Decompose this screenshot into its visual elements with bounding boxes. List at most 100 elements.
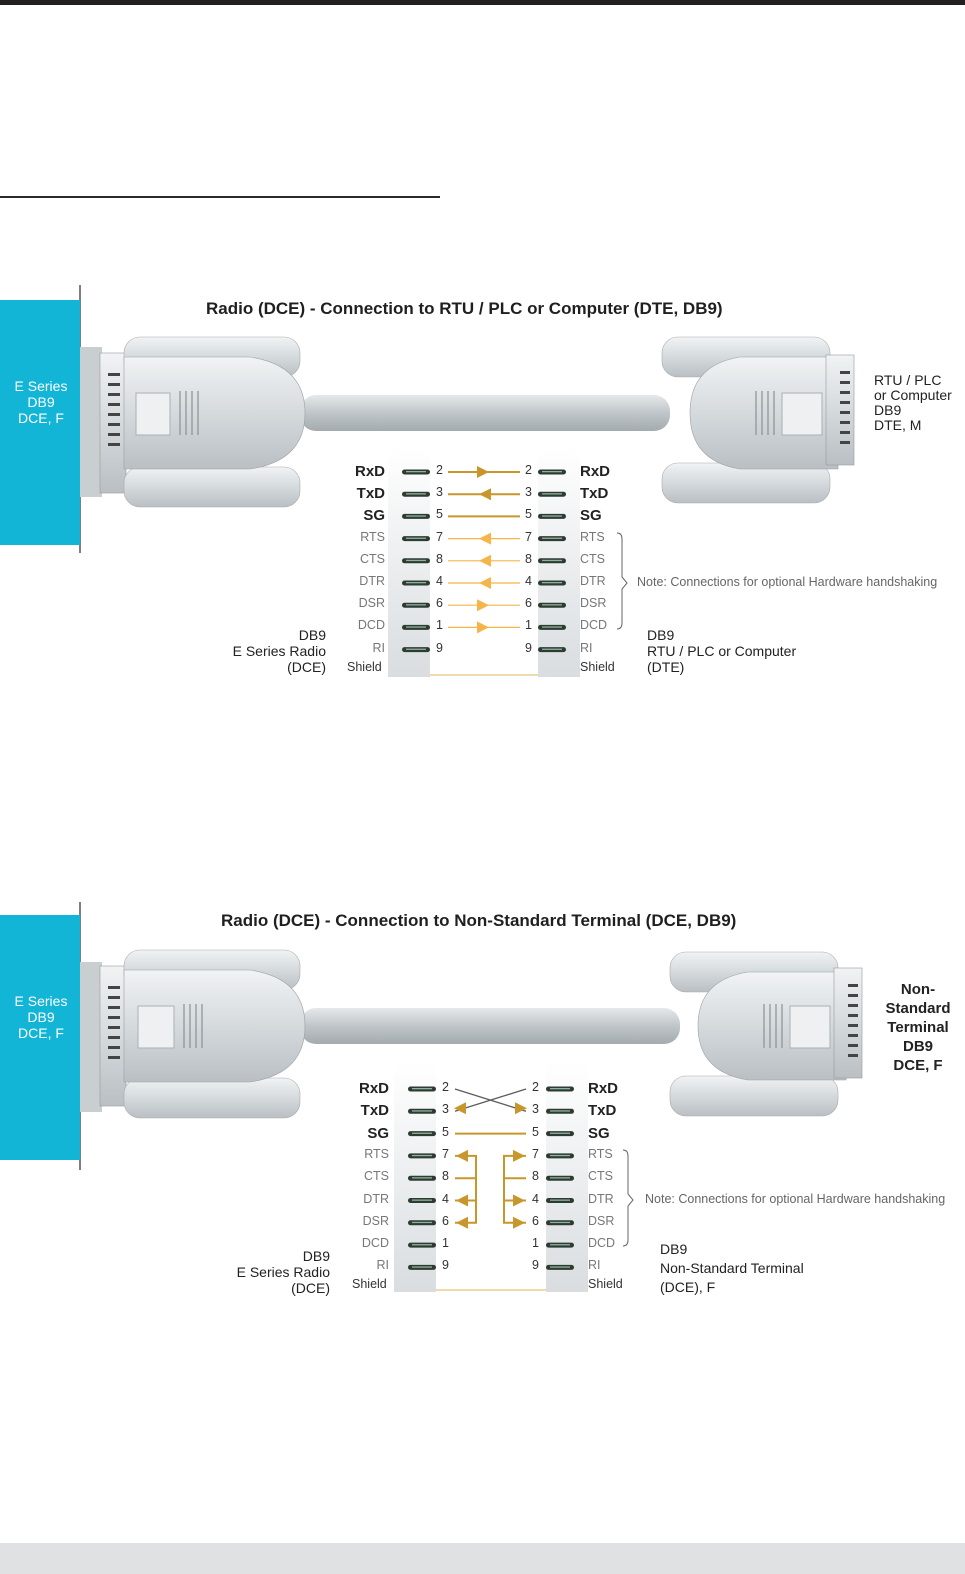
left-signal-label: SG <box>367 1124 389 1142</box>
wire-arrow <box>456 1194 468 1207</box>
right-signal-label: RxD <box>588 1080 619 1097</box>
right-signal-label: DSR <box>580 596 607 611</box>
page-footer-bar <box>0 1543 965 1574</box>
left-pin-number: 6 <box>436 596 443 611</box>
left-signal-label: SG <box>363 507 385 525</box>
left-pin-number: 9 <box>436 640 443 655</box>
right-pin-number: 6 <box>525 596 532 611</box>
left-pin-number: 2 <box>436 463 443 477</box>
wire-arrow <box>513 1149 525 1162</box>
crossover-wire <box>454 1088 527 1112</box>
right-signal-label: DCD <box>588 1236 616 1251</box>
right-pin-number: 9 <box>532 1258 539 1273</box>
diagram-title: Radio (DCE) - Connection to RTU / PLC or… <box>206 299 723 318</box>
right-pin-number: 5 <box>532 1124 539 1139</box>
left-signal-label: RI <box>372 640 386 655</box>
loopback-wire <box>503 1154 526 1224</box>
right-pin-number: 4 <box>525 574 532 588</box>
left-pin-number: 1 <box>436 618 443 633</box>
left-connector-tab <box>0 300 80 545</box>
left-pin-number: 7 <box>442 1146 449 1161</box>
cable-body <box>300 1008 680 1044</box>
wire-arrow <box>515 1102 527 1115</box>
left-pin-number: 4 <box>442 1191 449 1206</box>
section-rule <box>0 196 440 198</box>
wire-arrow <box>454 1102 466 1115</box>
cable-illustration <box>79 902 863 1292</box>
left-signal-label: RTS <box>364 1146 389 1161</box>
right-signal-label: CTS <box>588 1169 613 1184</box>
right-signal-label: RI <box>588 1258 601 1273</box>
top-border-bar <box>0 0 965 5</box>
right-signal-label: RxD <box>580 463 611 480</box>
wire-arrow <box>513 1216 525 1229</box>
diagram-title: Radio (DCE) - Connection to Non-Standard… <box>221 911 737 930</box>
handshake-brace <box>622 1149 634 1247</box>
left-pin-number: 5 <box>436 507 443 522</box>
right-pin-number: 1 <box>532 1236 539 1251</box>
right-db9-connector <box>661 336 855 504</box>
left-pin-number: 6 <box>442 1213 449 1228</box>
right-pin-number: 8 <box>532 1169 539 1184</box>
right-pin-number: 2 <box>532 1080 539 1094</box>
handshake-note: Note: Connections for optional Hardware … <box>637 575 938 589</box>
wire-arrow <box>513 1194 525 1207</box>
left-signal-label: DCD <box>361 1236 389 1251</box>
wire-arrow <box>479 532 491 545</box>
cable-illustration <box>79 285 855 677</box>
right-pin-number: 7 <box>525 529 532 544</box>
left-pin-number: 1 <box>442 1236 449 1251</box>
left-connector-tab <box>0 915 80 1160</box>
right-signal-label: RTS <box>580 529 605 544</box>
left-pin-number: 7 <box>436 529 443 544</box>
left-shield-label: Shield <box>347 660 382 674</box>
left-shield-label: Shield <box>352 1277 387 1291</box>
wire-arrow <box>479 577 491 589</box>
left-signal-label: RTS <box>360 529 385 544</box>
left-pin-number: 9 <box>442 1258 449 1273</box>
wire-arrow <box>477 466 489 478</box>
left-signal-label: CTS <box>364 1169 389 1184</box>
right-pin-number: 2 <box>525 463 532 477</box>
wire-arrow <box>477 621 489 634</box>
left-signal-label: CTS <box>360 551 385 566</box>
left-db9-connector <box>80 336 306 508</box>
left-signal-label: RxD <box>354 463 385 480</box>
right-pin-number: 5 <box>525 507 532 522</box>
handshake-brace <box>616 532 628 630</box>
right-signal-label: RTS <box>588 1146 613 1161</box>
wire-arrow <box>456 1216 468 1229</box>
left-signal-label: DTR <box>363 1191 389 1206</box>
left-pin-number: 2 <box>442 1080 449 1094</box>
wire-arrow <box>479 554 491 567</box>
left-pin-number: 3 <box>442 1102 449 1117</box>
right-pin-number: 6 <box>532 1213 539 1228</box>
left-signal-label: RxD <box>358 1080 389 1097</box>
right-pin-number: 1 <box>525 618 532 633</box>
left-pin-number: 5 <box>442 1124 449 1139</box>
right-signal-label: RI <box>580 640 593 655</box>
left-signal-label: DCD <box>357 618 385 633</box>
wire-arrow <box>479 488 491 501</box>
right-signal-label: TxD <box>580 485 609 503</box>
loopback-wire <box>455 1154 477 1224</box>
right-pin-number: 8 <box>525 551 532 566</box>
right-signal-label: TxD <box>588 1102 617 1120</box>
left-signal-label: DSR <box>358 596 385 611</box>
left-signal-label: DSR <box>362 1213 389 1228</box>
right-signal-label: CTS <box>580 551 605 566</box>
wire-arrow <box>456 1149 468 1162</box>
right-signal-label: DSR <box>588 1213 615 1228</box>
left-pin-number: 3 <box>436 485 443 500</box>
right-signal-label: SG <box>588 1124 610 1142</box>
